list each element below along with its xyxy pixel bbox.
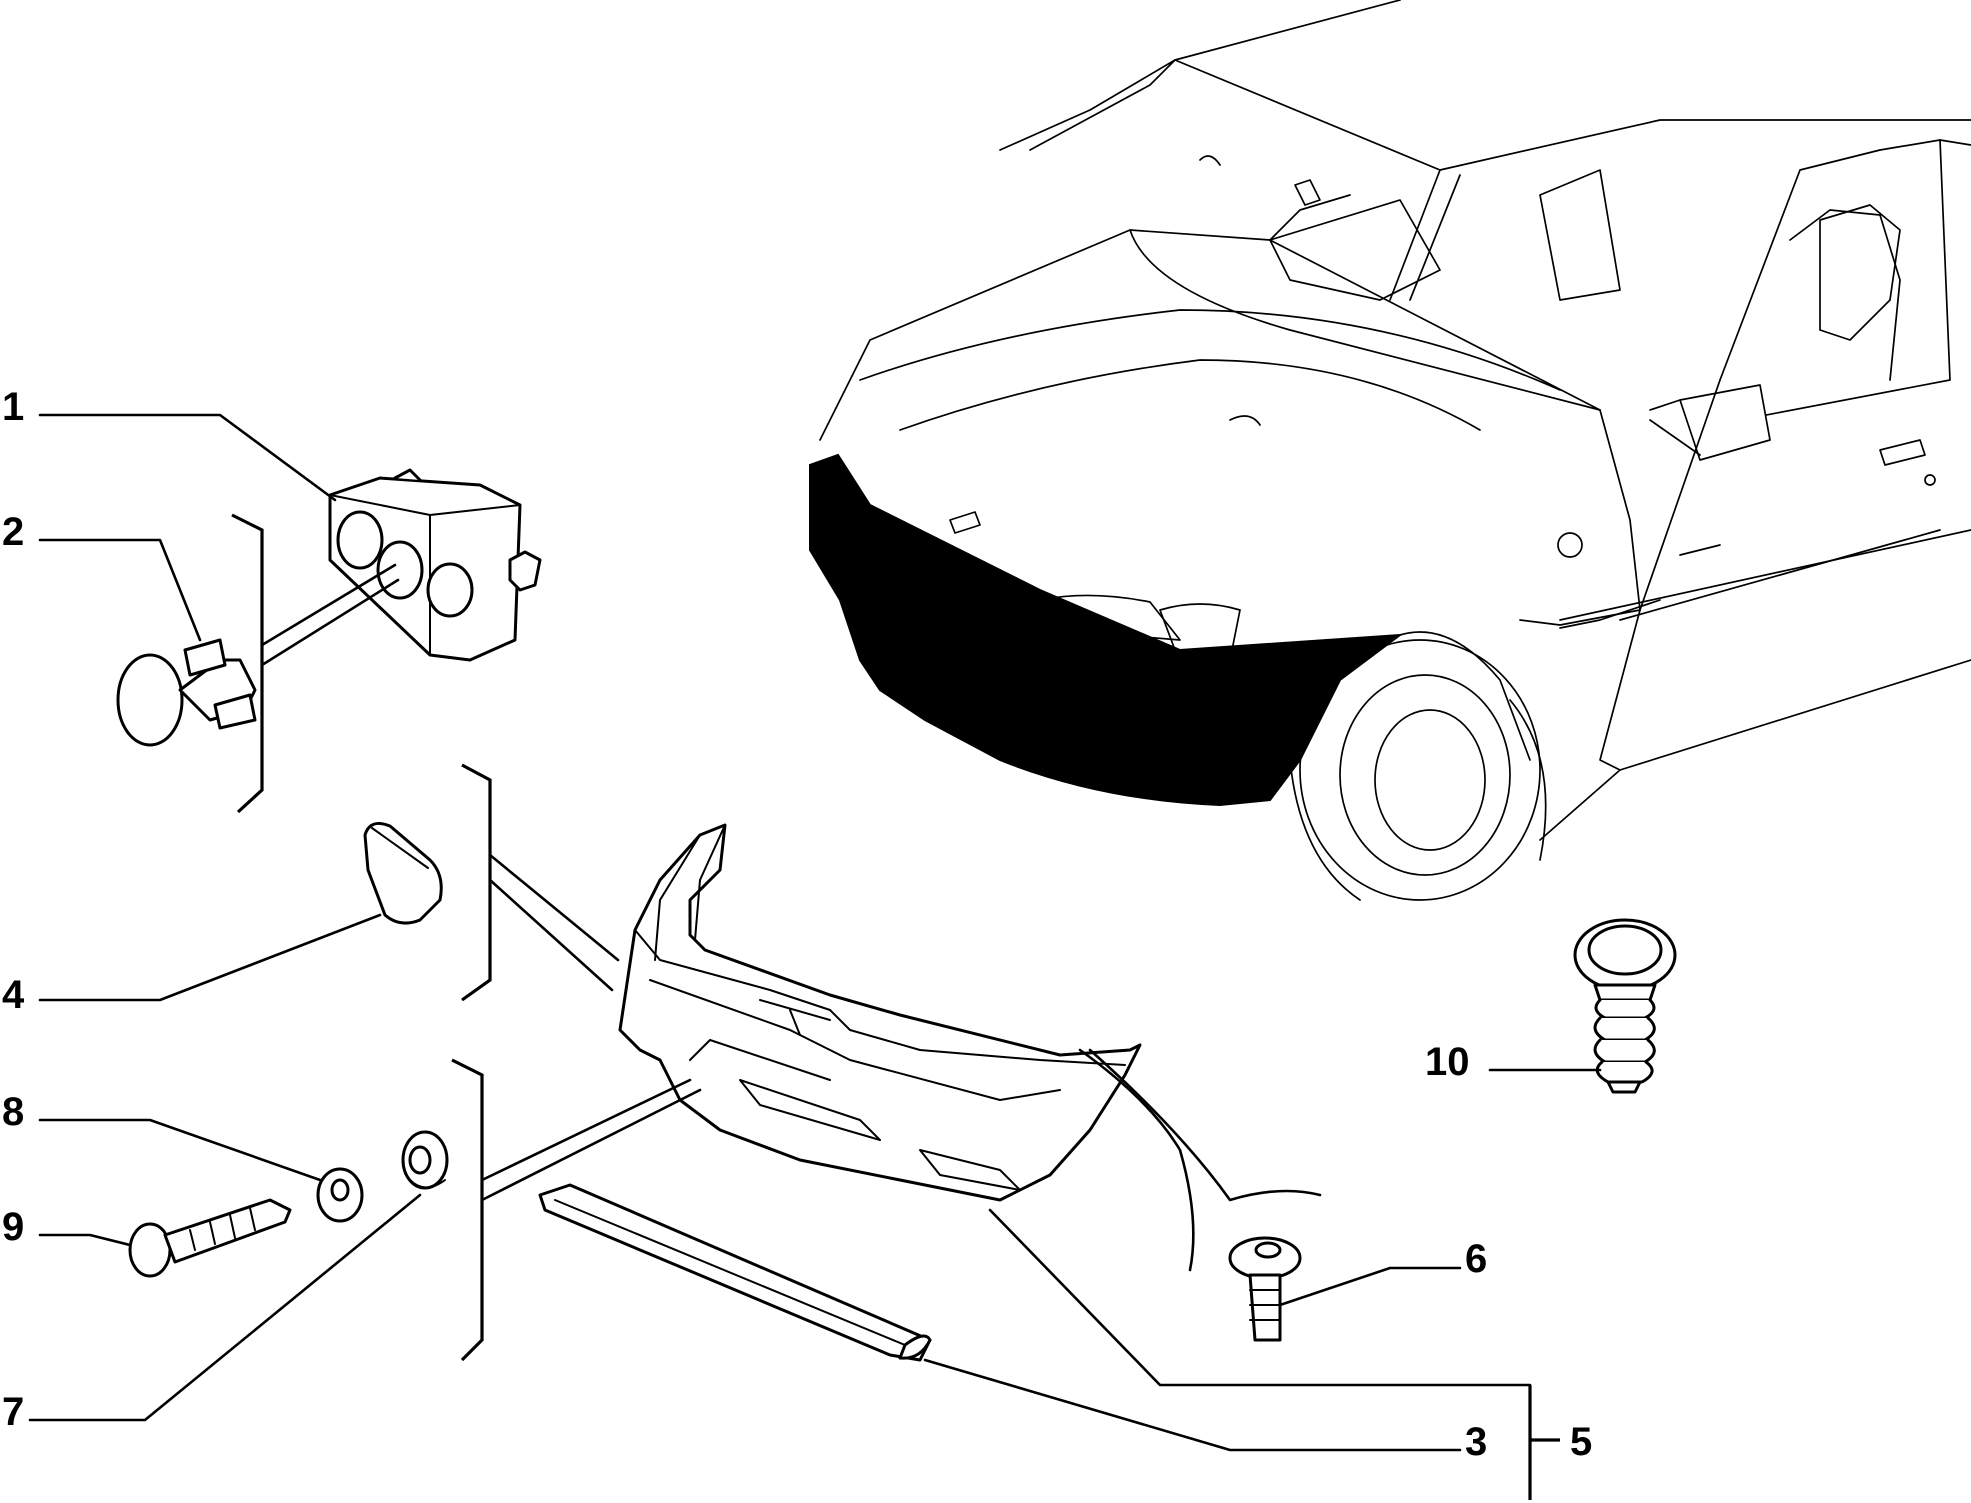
callout-7: 7 [2,1390,24,1434]
part-8-washer [316,1167,364,1223]
part-4-plug-cap [363,822,443,925]
leader-lines [28,413,1602,1452]
callout-3: 3 [1465,1420,1487,1464]
callout-6: 6 [1465,1237,1487,1281]
part-3-front-bumper [618,823,1142,1202]
part-10-fir-tree-clip [1573,918,1677,1094]
part-9-screw [128,1198,292,1278]
callout-1: 1 [2,385,24,429]
callout-10: 10 [1425,1040,1470,1084]
part-6-bolt [1228,1236,1302,1342]
callout-labels: 1 2 4 8 9 7 10 6 3 5 [2,385,1592,1464]
part-3-moulding-strip [538,1183,932,1362]
car-outline [809,0,1971,901]
highlighted-bumper-region [809,453,1404,807]
part-2-push-clip [116,638,257,747]
callout-9: 9 [2,1205,24,1249]
callout-5: 5 [1570,1420,1592,1464]
part-1-triple-clip [328,468,542,662]
group-brackets [231,513,1560,1500]
callout-8: 8 [2,1090,24,1134]
part-7-grommet [401,1130,449,1190]
callout-4: 4 [2,973,25,1017]
callout-2: 2 [2,510,24,554]
